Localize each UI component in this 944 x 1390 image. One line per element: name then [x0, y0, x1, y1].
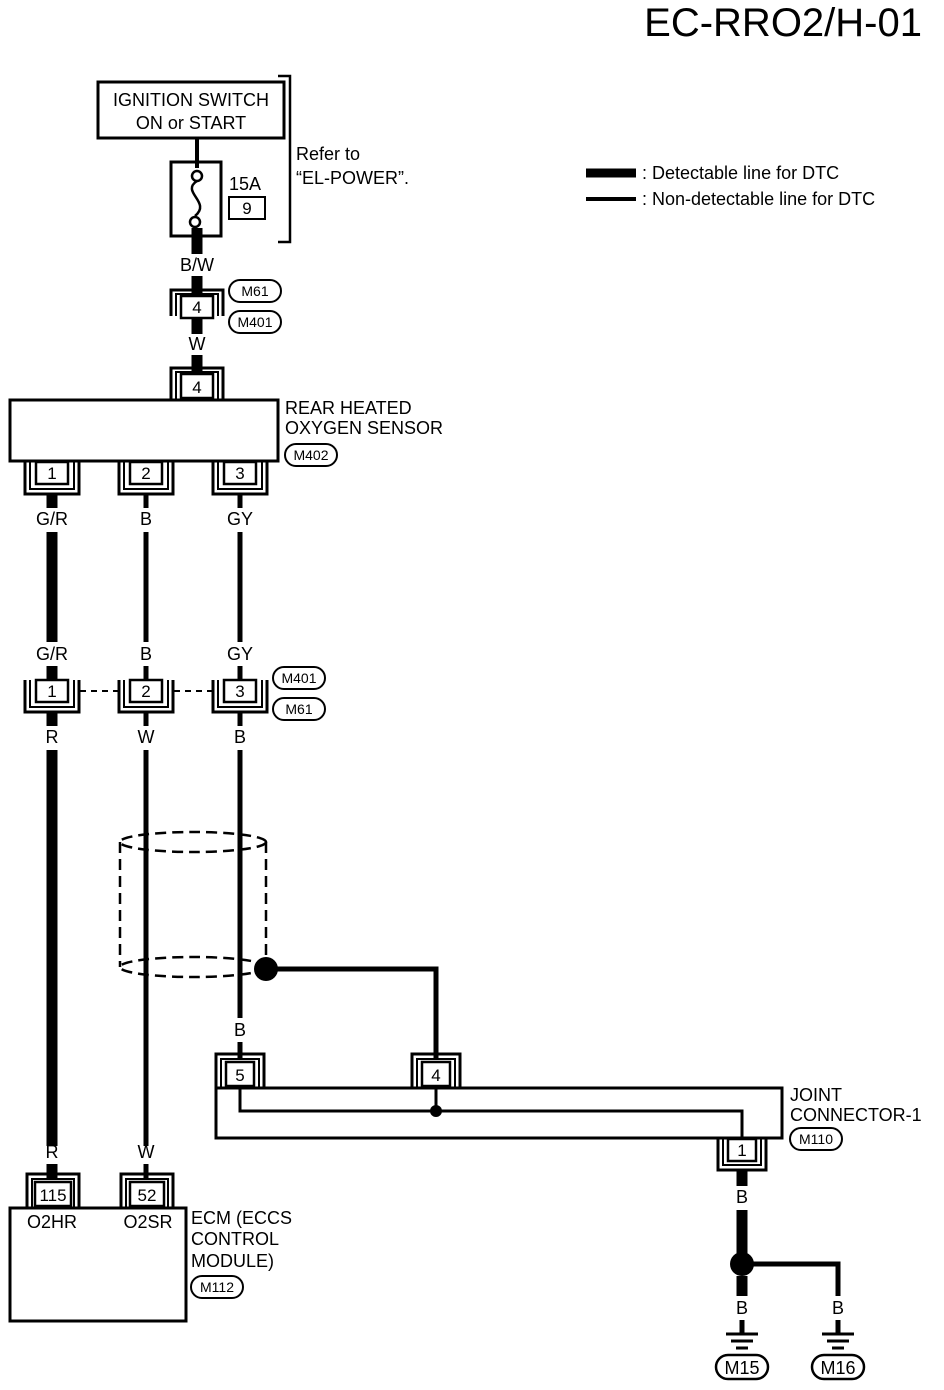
connector-m401-m61-mid: 1 2 3 M401 M61 [23, 666, 326, 721]
tag-m16: M16 [820, 1358, 855, 1378]
tag-m112: M112 [200, 1279, 234, 1295]
wire-label-b-joint: B [234, 1020, 246, 1040]
wire-label-b-ground: B [736, 1187, 748, 1207]
diagram-title: EC-RRO2/H-01 [644, 1, 922, 45]
wire-label-r-ecm: R [46, 1142, 59, 1162]
mid-pin-1: 1 [23, 678, 81, 714]
sensor-pin-2: 2 [117, 460, 175, 496]
tag-m15: M15 [724, 1358, 759, 1378]
ground-symbol-m16: M16 [810, 1332, 866, 1381]
svg-text:115: 115 [39, 1186, 66, 1205]
legend: : Detectable line for DTC : Non-detectab… [586, 163, 875, 209]
joint-pin-4: 4 [410, 1052, 462, 1088]
svg-text:1: 1 [47, 682, 56, 701]
ignition-line1: IGNITION SWITCH [113, 90, 269, 110]
svg-text:1: 1 [47, 464, 56, 483]
joint-pin-1: 1 [716, 1137, 768, 1172]
sensor-label-line2: OXYGEN SENSOR [285, 418, 443, 438]
wire-label-bw: B/W [180, 255, 214, 275]
joint-pin-5: 5 [214, 1052, 266, 1088]
joint-label-line1: JOINT [790, 1085, 842, 1105]
tag-m61-top: M61 [241, 283, 268, 299]
ecm-label-line3: MODULE) [191, 1251, 274, 1271]
refer-bracket: Refer to “EL-POWER”. [278, 74, 409, 244]
wire-label-gy-top: GY [227, 509, 253, 529]
mid-pin-2: 2 [117, 678, 175, 714]
fuse-amps: 15A [229, 174, 261, 194]
ignition-line2: ON or START [136, 113, 246, 133]
wire-label-gr-mid: G/R [36, 644, 68, 664]
mid-pin-3: 3 [211, 678, 269, 714]
ecm-label-line2: CONTROL [191, 1229, 279, 1249]
tag-m401-mid: M401 [281, 670, 316, 686]
ecm: 115 52 O2HR O2SR ECM (ECCS CONTROL MODUL… [8, 1172, 292, 1323]
tag-m61-mid: M61 [285, 701, 312, 717]
wire-label-gy-mid: GY [227, 644, 253, 664]
wire-label-b-mid2: B [234, 727, 246, 747]
svg-text:2: 2 [141, 682, 150, 701]
rear-heated-oxygen-sensor: 4 REAR HEATED OXYGEN SENSOR M402 1 2 3 [8, 366, 443, 496]
sensor-pin-3: 3 [211, 460, 269, 496]
ground-symbol-m15: M15 [714, 1332, 770, 1381]
svg-text:3: 3 [235, 682, 244, 701]
ecm-terminal-o2hr: O2HR [27, 1212, 77, 1232]
sensor-top-pin: 4 [192, 378, 201, 397]
joint-splice-dot [430, 1105, 442, 1117]
conn-top-pin: 4 [192, 298, 201, 317]
fuse: 15A 9 [169, 138, 266, 238]
wire-label-b-top: B [140, 509, 152, 529]
wire-label-ground-m16: B [832, 1298, 844, 1318]
svg-text:4: 4 [431, 1066, 440, 1085]
legend-non-detectable: : Non-detectable line for DTC [642, 189, 875, 209]
tag-m401-top: M401 [237, 314, 272, 330]
sensor-pin-1: 1 [23, 460, 81, 496]
joint-internal-bus [238, 1088, 744, 1138]
wire-label-ground-m15: B [736, 1298, 748, 1318]
wire-shield-drain [266, 966, 439, 1058]
ignition-switch: IGNITION SWITCH ON or START [96, 80, 286, 140]
legend-detectable: : Detectable line for DTC [642, 163, 839, 183]
joint-connector: 5 4 1 JOINT CONNECTOR-1 M110 [214, 1052, 922, 1172]
wire-label-r-top: R [46, 727, 59, 747]
svg-text:52: 52 [138, 1186, 157, 1205]
refer-line2: “EL-POWER”. [296, 168, 409, 188]
wire-label-w-top: W [189, 334, 206, 354]
wire-label-gr-top: G/R [36, 509, 68, 529]
ecm-terminal-o2sr: O2SR [123, 1212, 172, 1232]
connector-m61-m401-top: 4 M61 M401 [169, 279, 282, 334]
ecm-pin-52: 52 [119, 1172, 175, 1208]
tag-m110: M110 [799, 1131, 833, 1147]
svg-text:2: 2 [141, 464, 150, 483]
wire-label-b-mid: B [140, 644, 152, 664]
svg-text:5: 5 [235, 1066, 244, 1085]
tag-m402: M402 [293, 447, 328, 463]
fuse-number: 9 [242, 199, 251, 218]
refer-line1: Refer to [296, 144, 360, 164]
ecm-pin-115: 115 [25, 1172, 81, 1208]
wire-label-w-ecm: W [138, 1142, 155, 1162]
joint-label-line2: CONNECTOR-1 [790, 1105, 922, 1125]
svg-text:1: 1 [737, 1141, 746, 1160]
ecm-label-line1: ECM (ECCS [191, 1208, 292, 1228]
wire-label-w-mid: W [138, 727, 155, 747]
sensor-label-line1: REAR HEATED [285, 398, 412, 418]
svg-text:3: 3 [235, 464, 244, 483]
